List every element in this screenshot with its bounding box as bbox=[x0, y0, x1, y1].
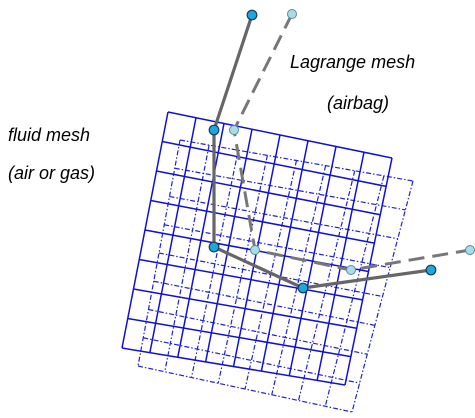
fluid-mesh-dashed-col-line bbox=[137, 139, 181, 367]
fluid-mesh-dashed-row-line bbox=[164, 224, 391, 269]
lagrange-node-dashed bbox=[287, 9, 297, 19]
fluid-mesh-original bbox=[121, 111, 393, 386]
lagrange-node-dashed bbox=[229, 125, 239, 135]
fluid-mesh-dashed-col-line bbox=[164, 145, 210, 372]
lagrange-mesh-label: Lagrange mesh bbox=[290, 52, 416, 72]
airbag-label: (airbag) bbox=[327, 93, 390, 113]
lagrange-node-solid bbox=[246, 9, 258, 21]
fluid-mesh-dashed-col-line bbox=[271, 165, 327, 395]
fluid-mesh-solid-col-line bbox=[260, 140, 309, 372]
fluid-mesh-solid-row-line bbox=[127, 317, 352, 358]
air-or-gas-label: (air or gas) bbox=[8, 163, 96, 183]
fluid-mesh-dashed-col-line bbox=[351, 180, 414, 413]
lagrange-node-dashed bbox=[250, 245, 260, 255]
fluid-mesh-displaced bbox=[137, 139, 414, 413]
fluid-mesh-dashed-row-line bbox=[148, 308, 368, 355]
fluid-mesh-solid-row-line bbox=[133, 288, 357, 329]
fluid-mesh-solid-row-line bbox=[121, 347, 346, 386]
lagrange-node-solid bbox=[208, 124, 220, 136]
lagrange-node-dashed bbox=[346, 265, 356, 275]
fluid-mesh-dashed-row-line bbox=[158, 252, 383, 298]
fluid-mesh-dashed-row-line bbox=[143, 337, 360, 384]
fluid-mesh-dashed-row-line bbox=[137, 365, 353, 413]
fluid-mesh-dashed-row-line bbox=[153, 280, 375, 326]
fluid-mesh-solid-col-line bbox=[288, 146, 337, 376]
fluid-mesh-solid-row-line bbox=[139, 258, 363, 301]
fluid-mesh-solid-col-line bbox=[344, 157, 393, 386]
lagrange-node-solid bbox=[425, 264, 437, 276]
lagrange-node-solid bbox=[297, 282, 309, 294]
lagrange-node-dashed bbox=[465, 245, 475, 255]
lagrange-node-solid bbox=[208, 241, 220, 253]
lagrange-nodes bbox=[208, 9, 475, 294]
fluid-mesh-label: fluid mesh bbox=[8, 125, 91, 145]
